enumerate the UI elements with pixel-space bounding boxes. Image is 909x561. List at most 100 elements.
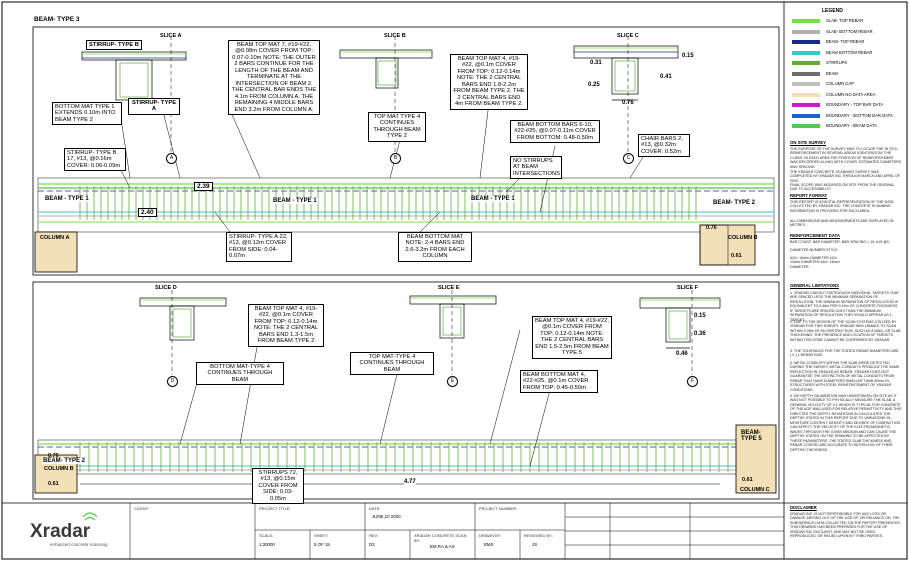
grid-marker-c: C [623,153,634,164]
bottom-mat-type4-callout: BOTTOM MAT-TYPE 4 CONTINUES THROUGH BEAM [196,362,284,386]
dim-2-40: 2.40 [138,208,157,217]
notes-text-5: ALL DIMENSIONS AND MEASUREMENTS ARE DISP… [790,219,894,228]
column-c-label: COLUMN C [740,487,770,493]
beam-type2-label-bottom: BEAM- TYPE 2 [42,458,87,464]
notes-text-8: #10= 10mm DIAMETER #13= 13mm DIAMETER #1… [790,256,840,269]
dim-2-39: 2.39 [194,182,213,191]
notes-text-4: THIS REPORT IS A DIGITAL REPRESENTATION … [790,200,894,213]
stirrups-callout: STIRRUPS 72, #13, @0.15m COVER FROM SIDE… [252,468,304,505]
legend-swatch [792,61,820,65]
chair-bars-callout: CHAIR BARS 2, #13, @0.32m COVER: 0.52m [638,134,690,158]
drawn-by-value: EMS [484,542,494,547]
client-label: CLIENT: [134,506,149,511]
legend-label: BOUNDARY - BOTTOM BAR DATA [826,112,893,118]
dim-slice-f-1: 0.15 [694,313,706,319]
legend-swatch [792,113,820,118]
legend-label: BEAM [826,70,838,76]
beam-type1-label-right: BEAM - TYPE 1 [470,196,516,202]
notes-text-2: THE XRADAR CONCRETE SCANNING SURVEY WAS … [790,170,900,183]
notes-text-11: 3. THE TOLERANCE FOR THE STATED REBAR DI… [790,349,899,358]
beam-top-mat-d-callout: BEAM TOP MAT 4, #19-#22, @0.1m COVER FRO… [248,304,324,347]
notes-text-9: 1. XRADAR CAN NOT DISTINGUISH INDIVIDUAL… [790,291,899,322]
sheet-label: SHEET: [314,533,329,538]
reviewed-by-value: JS [532,542,538,547]
sheet-title: BEAM- TYPE 3 [34,16,80,23]
notes-heading-reinforcement: REINFORCEMENT DATA [790,233,840,238]
dim-4-77: 4.77 [404,479,416,486]
notes-text-1: THE PURPOSE OF THE SURVEY WAS TO LOCATE … [790,147,902,169]
date-label: DATE: [369,506,381,511]
legend-label: STIRRUPS [826,60,848,65]
scale-label: SCALE: [259,533,274,538]
date-value: JUNE,10 2020 [372,514,401,519]
scan-by-value: EM,RA & AS [430,544,455,549]
legend-label: BEAM BOTTOM REBAR [826,49,873,55]
beam-top-mat-e-callout: BEAM TOP MAT 4, #19-#22, @0.1m COVER FRO… [532,316,612,359]
grid-marker-e: E [447,376,458,387]
notes-text-7: DIAMETER NUMBER STYLE [790,248,838,252]
notes-heading-format: REPORT FORMAT [790,193,828,198]
column-b-depth-bottom: 0.61 [48,481,59,487]
legend-swatch [792,19,820,23]
grid-marker-f: F [687,376,698,387]
grid-marker-d: D [167,376,178,387]
beam-bottom-bars-callout: BEAM BOTTOM BARS 6-10, #22-#25, @0.07-0.… [510,120,600,144]
column-a-label: COLUMN A [40,235,70,241]
notes-text-6: BAR COUNT, BAR DIAMETER, BAR SPACING = 1… [790,240,890,244]
xradar-tagline: enhanced concrete scanning [50,542,108,547]
notes-text-3: FINAL SCOPE WAS MODIFIED ON SITE FROM TH… [790,183,895,192]
slice-f-label: SLICE F [677,285,699,291]
sheet-value: 5 OF 15 [314,542,330,547]
scale-value: 1:30000 [259,542,275,547]
top-mat-type4-callout: TOP MAT TYPE 4 CONTINUES THROUGH BEAM TY… [368,112,426,142]
xradar-logo: Xradar [30,521,91,542]
dim-slice-c-4: 0.76 [622,100,634,106]
legend-label: COLUMN CAP [826,81,854,86]
legend-title: LEGEND [822,8,843,14]
legend-label: SLAB- TOP REBAR [826,18,864,23]
reviewed-by-label: REVIEWED BY: [524,533,553,538]
notes-heading-limitations: GENERAL LIMITATIONS [790,283,839,288]
beam-top-mat-a-callout: BEAM TOP MAT 7, #19-#22, @0.08m COVER FR… [228,40,320,116]
slice-a-label: SLICE A [160,33,182,39]
beam-bottom-mat-callout: BEAM BOTTOM MAT NOTE: 2-4 BARS END 2.6-3… [398,232,472,262]
legend-swatch [792,50,820,55]
dim-slice-c-2: 0.25 [588,82,600,88]
rev-value: D3 [369,542,375,547]
column-b-label: COLUMN B [728,235,758,241]
no-stirrups-callout: NO STIRRUPS AT BEAM INTERSECTIONS [510,156,562,180]
dim-slice-c-1: 0.31 [590,60,602,66]
legend-swatch [792,124,820,128]
beam-type1-label-mid: BEAM - TYPE 1 [272,198,318,204]
top-mat-type4-callout-bottom: TOP MAT-TYPE 4 CONTINUES THROUGH BEAM [350,352,434,376]
beam-type5-label: BEAM- TYPE 5 [741,430,762,442]
beam-type2-label: BEAM- TYPE 2 [712,200,757,206]
legend-swatch [792,103,820,107]
scan-by-label: XRADAR CONCRETE SCAN BY: [414,533,467,543]
legend-label: BEAM- TOP REBAR [826,39,865,44]
notes-text-disclaimer: XRADAR INC. IS NOT RESPONSIBLE FOR ANY L… [790,512,902,539]
column-b-label-bottom: COLUMN B [44,466,74,472]
project-number-label: PROJECT NUMBER: [479,506,518,511]
slice-e-label: SLICE E [438,285,460,291]
legend-label: BOUNDARY - BEAM DATA [826,123,877,128]
stirrup-b-detail-callout: STIRRUP- TYPE B 17, #13, @0.16m COVER: 0… [64,148,126,172]
notes-text-10: 2. DUE TO THE DESIGN OF THE SCAN SYSTEMS… [790,320,901,342]
legend-swatch [792,92,820,97]
grid-marker-a: A [166,153,177,164]
rev-label: REV: [369,533,379,538]
grid-marker-b: B [390,153,401,164]
stirrup-a-detail-callout: STIRRUP- TYPE A 22, #13, @0.12m COVER FR… [226,232,292,262]
beam-bottom-mat-callout-bottom: BEAM BOTTOM MAT 4, #22-#25, @0.1m COVER … [520,370,598,394]
legend-swatch [792,71,820,76]
stirrup-a-tag: STIRRUP- TYPE A [128,98,180,115]
drawn-by-label: DRAWN BY: [479,533,502,538]
column-c-width: 0.61 [742,477,753,483]
legend-label: BOUNDARY - TOP BAR DATA [826,102,884,107]
column-b-depth: 0.61 [731,253,742,259]
notes-text-13: 5. NO DEPTH CALIBRATION WAS UNDERTAKEN O… [790,394,902,452]
legend-swatch [792,40,820,44]
legend-swatch [792,29,820,34]
dim-slice-c-3: 0.41 [660,74,672,80]
